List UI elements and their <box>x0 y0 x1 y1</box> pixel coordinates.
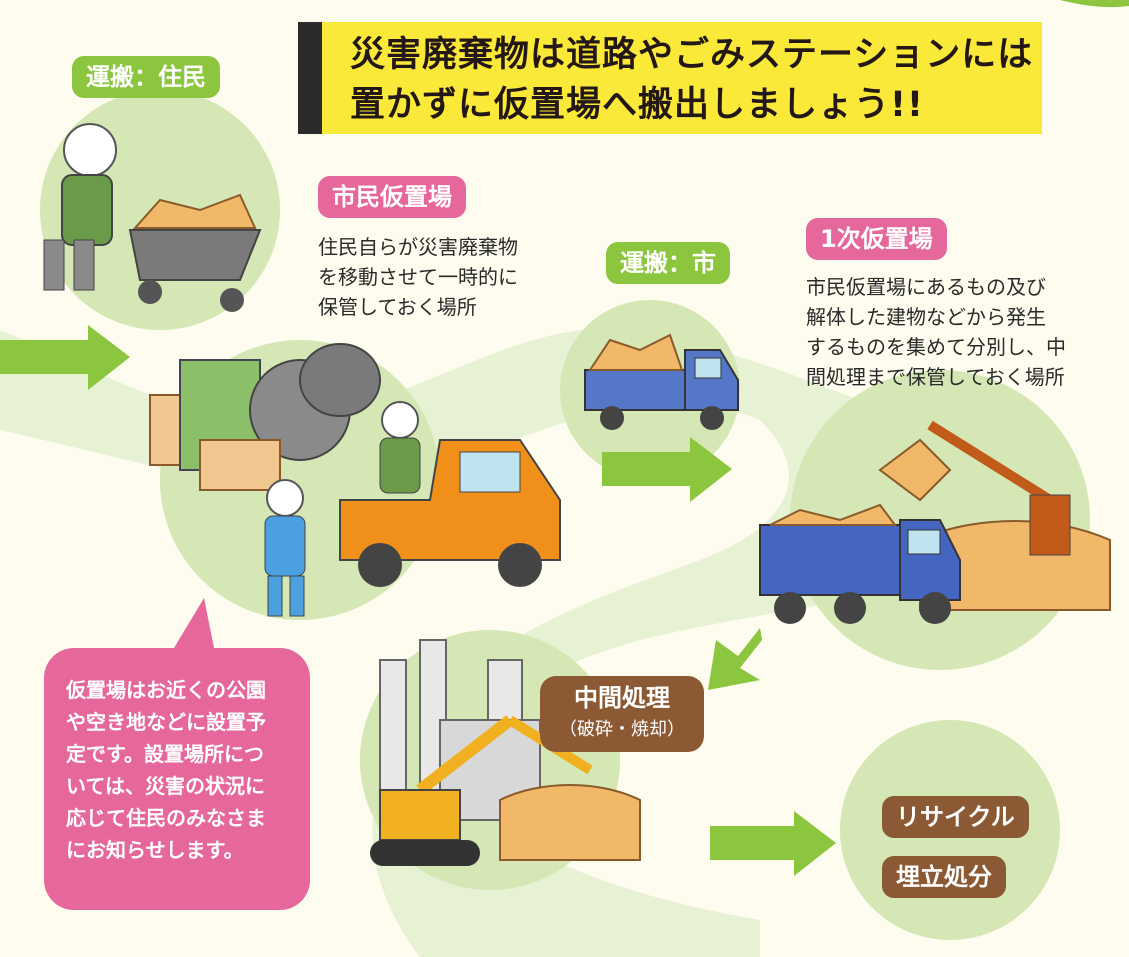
note-line: 応じて住民のみなさま <box>66 806 266 830</box>
title-banner: 災害廃棄物は道路やごみステーションには 置かずに仮置場へ搬出しましょう!! <box>298 22 1042 134</box>
note-line: 仮置場はお近くの公園 <box>66 678 266 702</box>
resident-with-cart-illustration <box>43 123 262 312</box>
title-line-1: 災害廃棄物は道路やごみステーションには <box>350 35 1034 75</box>
small-truck-illustration <box>584 333 739 430</box>
primary-site-desc-line: 解体した建物などから発生 <box>806 305 1046 329</box>
intermediate-title: 中間処理 <box>574 684 670 712</box>
title-line-2: 置かずに仮置場へ搬出しましょう!! <box>350 85 924 125</box>
citizen-site-desc-line: 住民自らが災害廃棄物 <box>318 235 518 259</box>
carry-residents-label: 運搬：住民 <box>72 56 220 98</box>
arrow-to-final <box>710 811 836 876</box>
primary-site-description: 市民仮置場にあるもの及び 解体した建物などから発生 するものを集めて分別し、中 … <box>806 272 1066 392</box>
citizen-site-desc-line: を移動させて一時的に <box>318 265 518 289</box>
arrow-to-primary-site <box>602 437 732 502</box>
citizen-site-description: 住民自らが災害廃棄物 を移動させて一時的に 保管しておく場所 <box>318 232 518 322</box>
landfill-label: 埋立処分 <box>882 856 1006 898</box>
note-bubble: 仮置場はお近くの公園 や空き地などに設置予 定です。設置場所につ いては、災害の… <box>44 648 310 910</box>
arrow-to-citizen-site <box>0 325 130 390</box>
bubble-tail <box>168 598 216 658</box>
note-line: にお知らせします。 <box>66 838 244 862</box>
arrow-to-intermediate <box>708 628 762 690</box>
citizen-site-label: 市民仮置場 <box>318 176 466 218</box>
citizen-site-illustration <box>149 343 561 617</box>
carry-city-label: 運搬：市 <box>606 242 730 284</box>
intermediate-processing-illustration <box>370 639 641 866</box>
note-line: 定です。設置場所につ <box>66 742 264 766</box>
primary-site-illustration <box>759 420 1111 624</box>
primary-site-desc-line: するものを集めて分別し、中 <box>806 335 1066 359</box>
intermediate-processing-label: 中間処理 （破砕・焼却） <box>540 676 704 752</box>
primary-site-label: 1次仮置場 <box>806 218 947 260</box>
intermediate-subtitle: （破砕・焼却） <box>559 719 685 740</box>
note-line: いては、災害の状況に <box>66 774 265 798</box>
note-line: や空き地などに設置予 <box>66 710 266 734</box>
citizen-site-desc-line: 保管しておく場所 <box>318 295 477 319</box>
recycle-label: リサイクル <box>882 796 1029 838</box>
primary-site-desc-line: 間処理まで保管しておく場所 <box>806 365 1065 389</box>
primary-site-desc-line: 市民仮置場にあるもの及び <box>806 275 1046 299</box>
corner-decoration <box>1060 0 1129 8</box>
